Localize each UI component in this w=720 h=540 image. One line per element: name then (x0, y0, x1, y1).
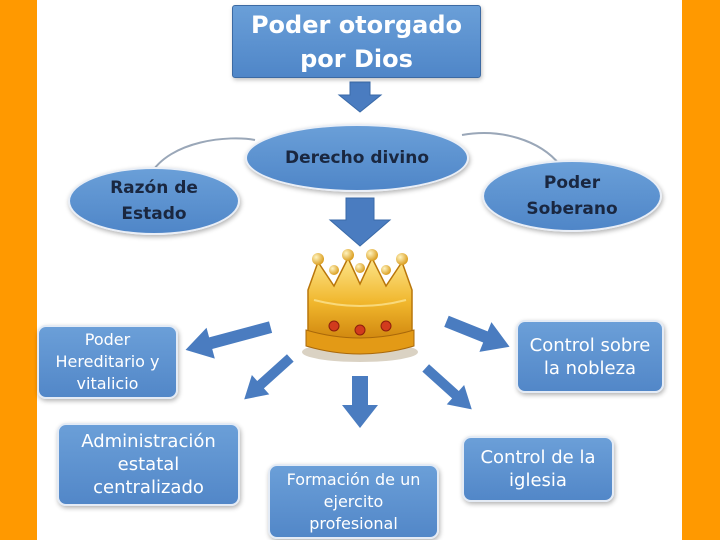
card-control-iglesia: Control de la iglesia (462, 436, 614, 502)
razon-de-estado-oval: Razón de Estado (68, 167, 240, 235)
arrow-left-lower (244, 354, 294, 400)
top-title-label: Poder otorgado por Dios (250, 10, 463, 73)
curve-left (149, 137, 256, 176)
card-formacion-ejercito-label: Formación de un ejercito profesional (286, 469, 421, 533)
razon-de-estado-label: Razón de Estado (110, 178, 198, 224)
derecho-divino-oval: Derecho divino (245, 124, 469, 192)
arrow-left-upper (185, 321, 273, 359)
top-title-box: Poder otorgado por Dios (232, 5, 481, 78)
arrow-right-upper (444, 315, 510, 352)
card-administracion-estatal-label: Administración estatal centralizado (81, 431, 216, 498)
arrow-right-lower (422, 364, 472, 410)
card-formacion-ejercito: Formación de un ejercito profesional (268, 464, 439, 539)
arrow-down-center (342, 376, 378, 428)
arrow-down-top (337, 81, 383, 113)
card-poder-hereditario: Poder Hereditario y vitalicio (37, 325, 178, 399)
curve-right (461, 132, 561, 166)
card-administracion-estatal: Administración estatal centralizado (57, 423, 240, 506)
arrow-down-crown (328, 197, 392, 247)
card-poder-hereditario-label: Poder Hereditario y vitalicio (55, 330, 160, 393)
poder-soberano-oval: Poder Soberano (482, 160, 662, 232)
card-control-nobleza: Control sobre la nobleza (516, 320, 664, 393)
card-control-nobleza-label: Control sobre la nobleza (529, 334, 651, 379)
crown-icon (302, 249, 418, 362)
derecho-divino-label: Derecho divino (284, 148, 430, 168)
card-control-iglesia-label: Control de la iglesia (480, 447, 596, 491)
poder-soberano-label: Poder Soberano (526, 173, 618, 219)
